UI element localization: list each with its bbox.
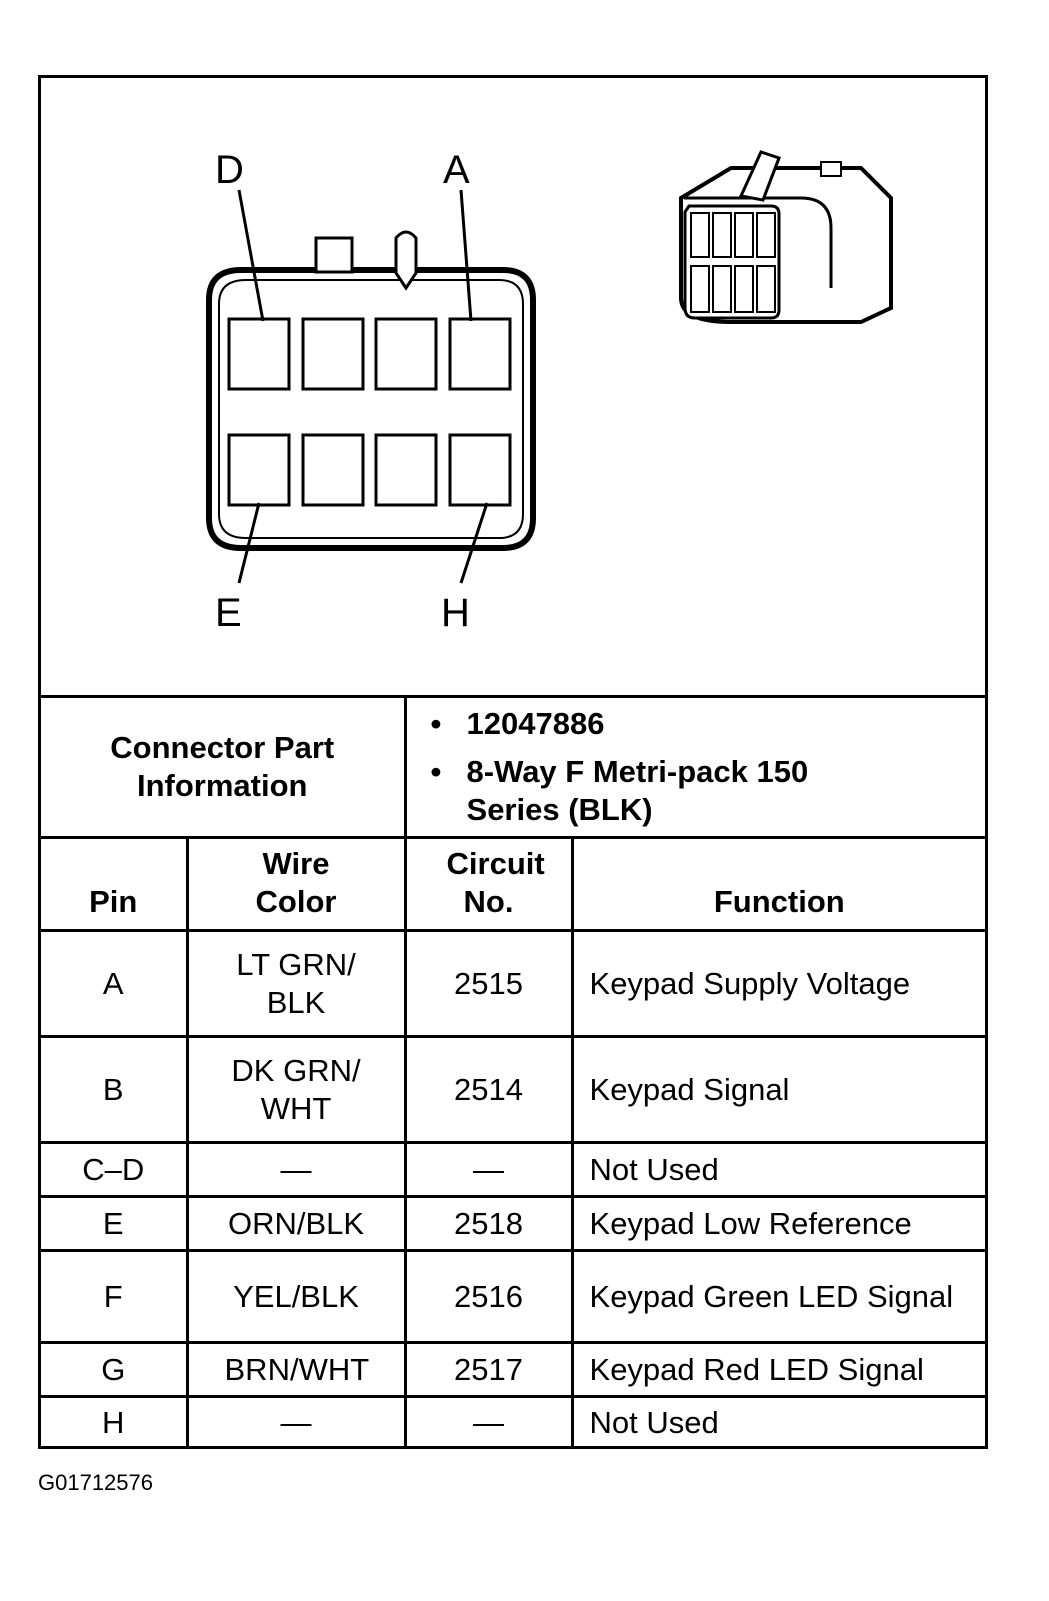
header-function: Function xyxy=(570,836,986,931)
table-header-row: Pin Wire Color Circuit No. Function xyxy=(41,836,986,931)
table-row: C–D——Not Used xyxy=(41,1141,986,1198)
cavity-G xyxy=(374,433,438,507)
function-cell: Keypad Red LED Signal xyxy=(570,1341,986,1398)
wire-color-cell: YEL/BLK xyxy=(185,1249,407,1344)
cavity-D xyxy=(227,317,291,391)
header-wire-color: Wire Color xyxy=(185,836,407,931)
pin-cell: A xyxy=(41,929,189,1038)
cavity-A xyxy=(448,317,512,391)
connector-info-label-cell: Connector Part Information xyxy=(41,695,407,839)
cavity-B xyxy=(374,317,438,391)
pin-cell: E xyxy=(41,1195,189,1252)
circuit-no-cell: — xyxy=(403,1395,574,1449)
circuit-no-cell: 2517 xyxy=(403,1341,574,1398)
connector-info-label: Connector Part Information xyxy=(110,730,335,803)
leader-line-A xyxy=(459,189,473,322)
connector-face-outline xyxy=(206,267,536,551)
lock-tab xyxy=(314,236,354,274)
header-pin: Pin xyxy=(41,836,189,931)
pin-label-A: A xyxy=(443,148,470,192)
pin-cell: F xyxy=(41,1249,189,1344)
connector-face-inner-outline xyxy=(218,279,524,539)
wire-color-cell: ORN/BLK xyxy=(185,1195,407,1252)
header-circuit-no: Circuit No. xyxy=(403,836,574,931)
function-cell: Keypad Supply Voltage xyxy=(570,929,986,1038)
connector-diagram-area: D A E H xyxy=(41,78,985,695)
pin-label-H: H xyxy=(441,591,470,635)
wire-color-cell: DK GRN/ WHT xyxy=(185,1035,407,1144)
leader-line-H xyxy=(459,502,489,584)
connector-info-row: Connector Part Information •12047886 •8-… xyxy=(41,695,986,839)
circuit-no-cell: 2516 xyxy=(403,1249,574,1344)
connector-figure-frame: D A E H Connector Part Information •1204… xyxy=(38,75,988,1449)
connector-part-number: •12047886 xyxy=(430,706,605,741)
cavity-F xyxy=(301,433,365,507)
connector-pinout-table: Connector Part Information •12047886 •8-… xyxy=(41,695,986,1449)
function-cell: Not Used xyxy=(570,1141,986,1198)
table-row: H——Not Used xyxy=(41,1395,986,1449)
function-cell: Keypad Green LED Signal xyxy=(570,1249,986,1344)
cavity-H xyxy=(448,433,512,507)
pin-cell: G xyxy=(41,1341,189,1398)
pin-cell: B xyxy=(41,1035,189,1144)
pin-label-D: D xyxy=(215,148,244,192)
connector-isometric-view xyxy=(679,150,893,324)
circuit-no-cell: — xyxy=(403,1141,574,1198)
pin-label-E: E xyxy=(215,591,242,635)
connector-face-diagram xyxy=(206,150,893,584)
pin-cell: H xyxy=(41,1395,189,1449)
wire-color-cell: BRN/WHT xyxy=(185,1341,407,1398)
circuit-no-cell: 2518 xyxy=(403,1195,574,1252)
connector-info-values-cell: •12047886 •8-Way F Metri-pack 150 Series… xyxy=(403,695,986,839)
leader-line-E xyxy=(237,502,261,584)
wire-color-cell: — xyxy=(185,1141,407,1198)
figure-id: G01712576 xyxy=(38,1470,153,1495)
pin-cell: C–D xyxy=(41,1141,189,1198)
circuit-no-cell: 2514 xyxy=(403,1035,574,1144)
function-cell: Keypad Signal xyxy=(570,1035,986,1144)
circuit-no-cell: 2515 xyxy=(403,929,574,1038)
function-cell: Not Used xyxy=(570,1395,986,1449)
wire-color-cell: — xyxy=(185,1395,407,1449)
wire-color-cell: LT GRN/ BLK xyxy=(185,929,407,1038)
function-cell: Keypad Low Reference xyxy=(570,1195,986,1252)
cavity-C xyxy=(301,317,365,391)
polarization-key xyxy=(394,230,418,291)
connector-description: •8-Way F Metri-pack 150 Series (BLK) xyxy=(430,754,809,827)
connector-info-list: •12047886 •8-Way F Metri-pack 150 Series… xyxy=(407,705,986,829)
cavity-E xyxy=(227,433,291,507)
leader-line-D xyxy=(237,189,265,322)
